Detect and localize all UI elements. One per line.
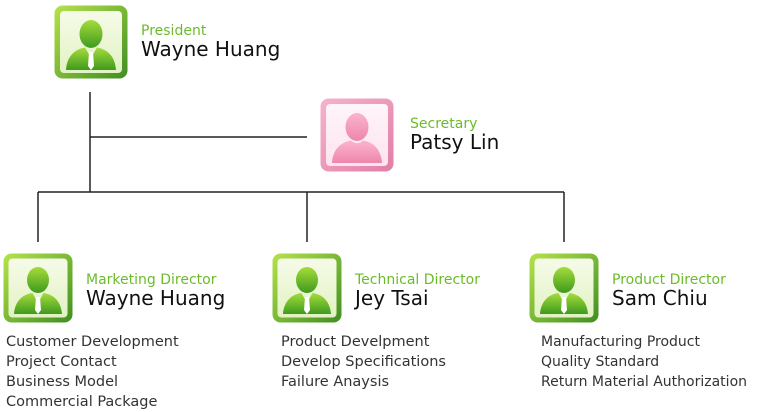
duty-item: Business Model xyxy=(6,374,119,390)
duty-list: Product Develpment Develop Specification… xyxy=(281,332,446,392)
duty-item: Return Material Authorization xyxy=(541,374,748,390)
duty-item: Quality Standard xyxy=(541,354,660,370)
person-icon xyxy=(3,253,73,323)
director-role: Product Director xyxy=(612,272,726,288)
duty-item: Develop Specifications xyxy=(281,354,446,370)
person-icon xyxy=(272,253,342,323)
person-icon xyxy=(320,98,394,172)
director-name: Sam Chiu xyxy=(612,286,708,310)
duty-item: Commercial Package xyxy=(6,394,158,410)
duty-item: Product Develpment xyxy=(281,334,430,350)
director-name: Jey Tsai xyxy=(355,286,429,310)
duty-list: Manufacturing Product Quality Standard R… xyxy=(541,332,747,392)
director-name: Wayne Huang xyxy=(86,286,226,310)
person-icon xyxy=(529,253,599,323)
director-role: Technical Director xyxy=(355,272,480,288)
duty-list: Customer Development Project Contact Bus… xyxy=(6,332,179,412)
duty-item: Project Contact xyxy=(6,354,117,370)
director-role: Marketing Director xyxy=(86,272,217,288)
secretary-name: Patsy Lin xyxy=(410,130,500,154)
person-icon xyxy=(54,5,128,79)
president-role: President xyxy=(141,23,207,39)
duty-item: Manufacturing Product xyxy=(541,334,700,350)
secretary-role: Secretary xyxy=(410,116,478,132)
president-name: Wayne Huang xyxy=(141,37,281,61)
duty-item: Failure Anaysis xyxy=(281,374,390,390)
duty-item: Customer Development xyxy=(6,334,179,350)
